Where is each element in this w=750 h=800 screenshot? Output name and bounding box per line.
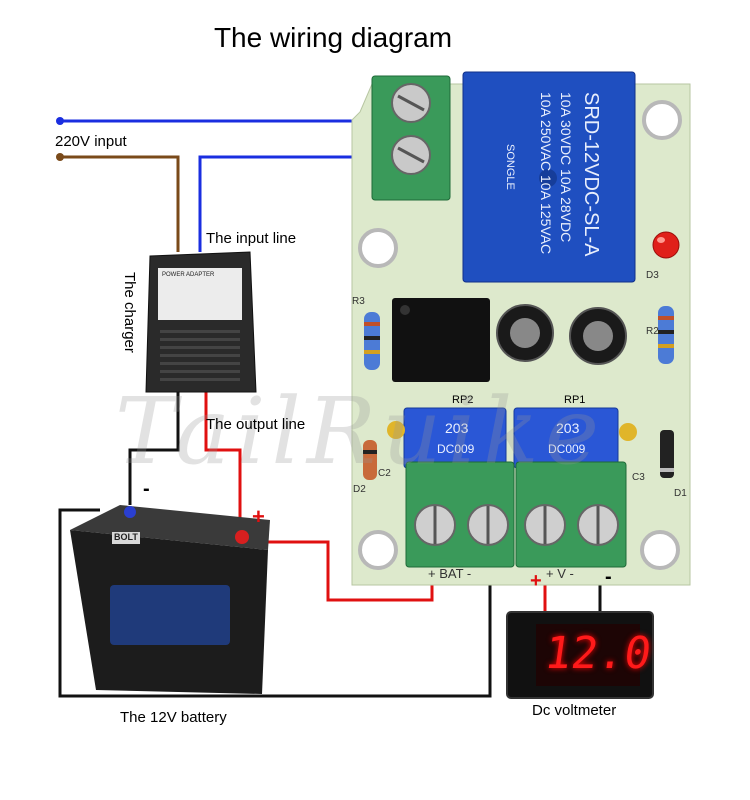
ic-chip <box>392 298 490 382</box>
mount-hole-icon <box>640 530 680 570</box>
resistor-icon <box>364 312 380 370</box>
mount-hole-icon <box>642 100 682 140</box>
dc-voltmeter <box>506 611 654 699</box>
relay-model-text: SRD-12VDC-SL-A <box>580 92 602 257</box>
pot-code-text: DC009 <box>437 442 475 456</box>
battery-positive-terminal-icon <box>235 530 249 544</box>
voltmeter-reading: 12.0 <box>541 628 655 679</box>
rp1-label: RP1 <box>564 394 586 406</box>
terminal-v-label: + V - <box>546 566 574 581</box>
label-input-line: The input line <box>206 230 297 247</box>
charger-label-plate <box>158 268 242 320</box>
charger-negative-wire <box>128 392 180 505</box>
battery-positive-wire <box>262 540 434 602</box>
battery-negative-terminal-icon <box>124 506 136 518</box>
charger-plate-text: POWER ADAPTER <box>162 272 215 278</box>
label-dc-voltmeter: Dc voltmeter <box>532 702 617 719</box>
charger <box>145 251 257 393</box>
battery <box>70 505 270 694</box>
battery-top <box>70 505 270 550</box>
brown-wire <box>60 155 180 252</box>
relay-brand-text: SONGLE <box>504 144 516 190</box>
mount-hole-icon <box>358 228 398 268</box>
minus-sign: - <box>605 566 612 588</box>
blue-wire-input-line <box>198 155 372 252</box>
pcb-board <box>351 71 691 586</box>
c3-label: C3 <box>632 472 645 483</box>
battery-graphic-panel <box>110 585 230 645</box>
battery-brand-text: BOLT <box>114 532 138 542</box>
label-charger: The charger <box>121 272 138 353</box>
watermark-text: TailRuike <box>115 378 606 485</box>
label-12v-battery: The 12V battery <box>120 709 227 726</box>
ceramic-capacitor-icon <box>387 421 405 439</box>
terminal-bat-label: + BAT - <box>428 566 472 581</box>
voltmeter-display <box>536 624 640 686</box>
relay-label: SRD-12VDC-SL-A 10A 30VDC 10A 28VDC 10A 2… <box>476 92 626 272</box>
label-220v-input: 220V input <box>55 133 127 150</box>
relay-rating-text: 10A 30VDC 10A 28VDC <box>558 92 574 243</box>
c2-label: C2 <box>378 468 391 479</box>
d3-label: D3 <box>646 270 659 281</box>
d1-label: D1 <box>674 488 687 499</box>
pot-code-text: DC009 <box>548 442 586 456</box>
ceramic-capacitor-icon <box>619 423 637 441</box>
diagram-title: The wiring diagram <box>213 22 453 53</box>
r3-label: R3 <box>352 296 365 307</box>
pot-code-text: 203 <box>556 420 580 436</box>
label-output-line: The output line <box>206 416 306 433</box>
pot-code-text: 203 <box>445 420 469 436</box>
r2-label: R2 <box>646 326 659 337</box>
relay-indicator <box>539 169 557 187</box>
charger-output-wire <box>204 392 242 525</box>
d2-label: D2 <box>353 484 366 495</box>
minus-sign: - <box>143 478 150 500</box>
charger-vents <box>160 330 240 381</box>
rp2-label: RP2 <box>452 394 474 406</box>
led-icon <box>652 231 680 259</box>
battery-negative-wire <box>58 508 492 698</box>
plus-sign: + <box>530 570 542 592</box>
mount-hole-icon <box>358 530 398 570</box>
diode-icon <box>660 430 674 478</box>
resistor-icon <box>658 306 674 364</box>
relay-rating-text: 10A 250VAC 10A 125VAC <box>538 92 554 255</box>
plus-sign: + <box>252 504 265 529</box>
